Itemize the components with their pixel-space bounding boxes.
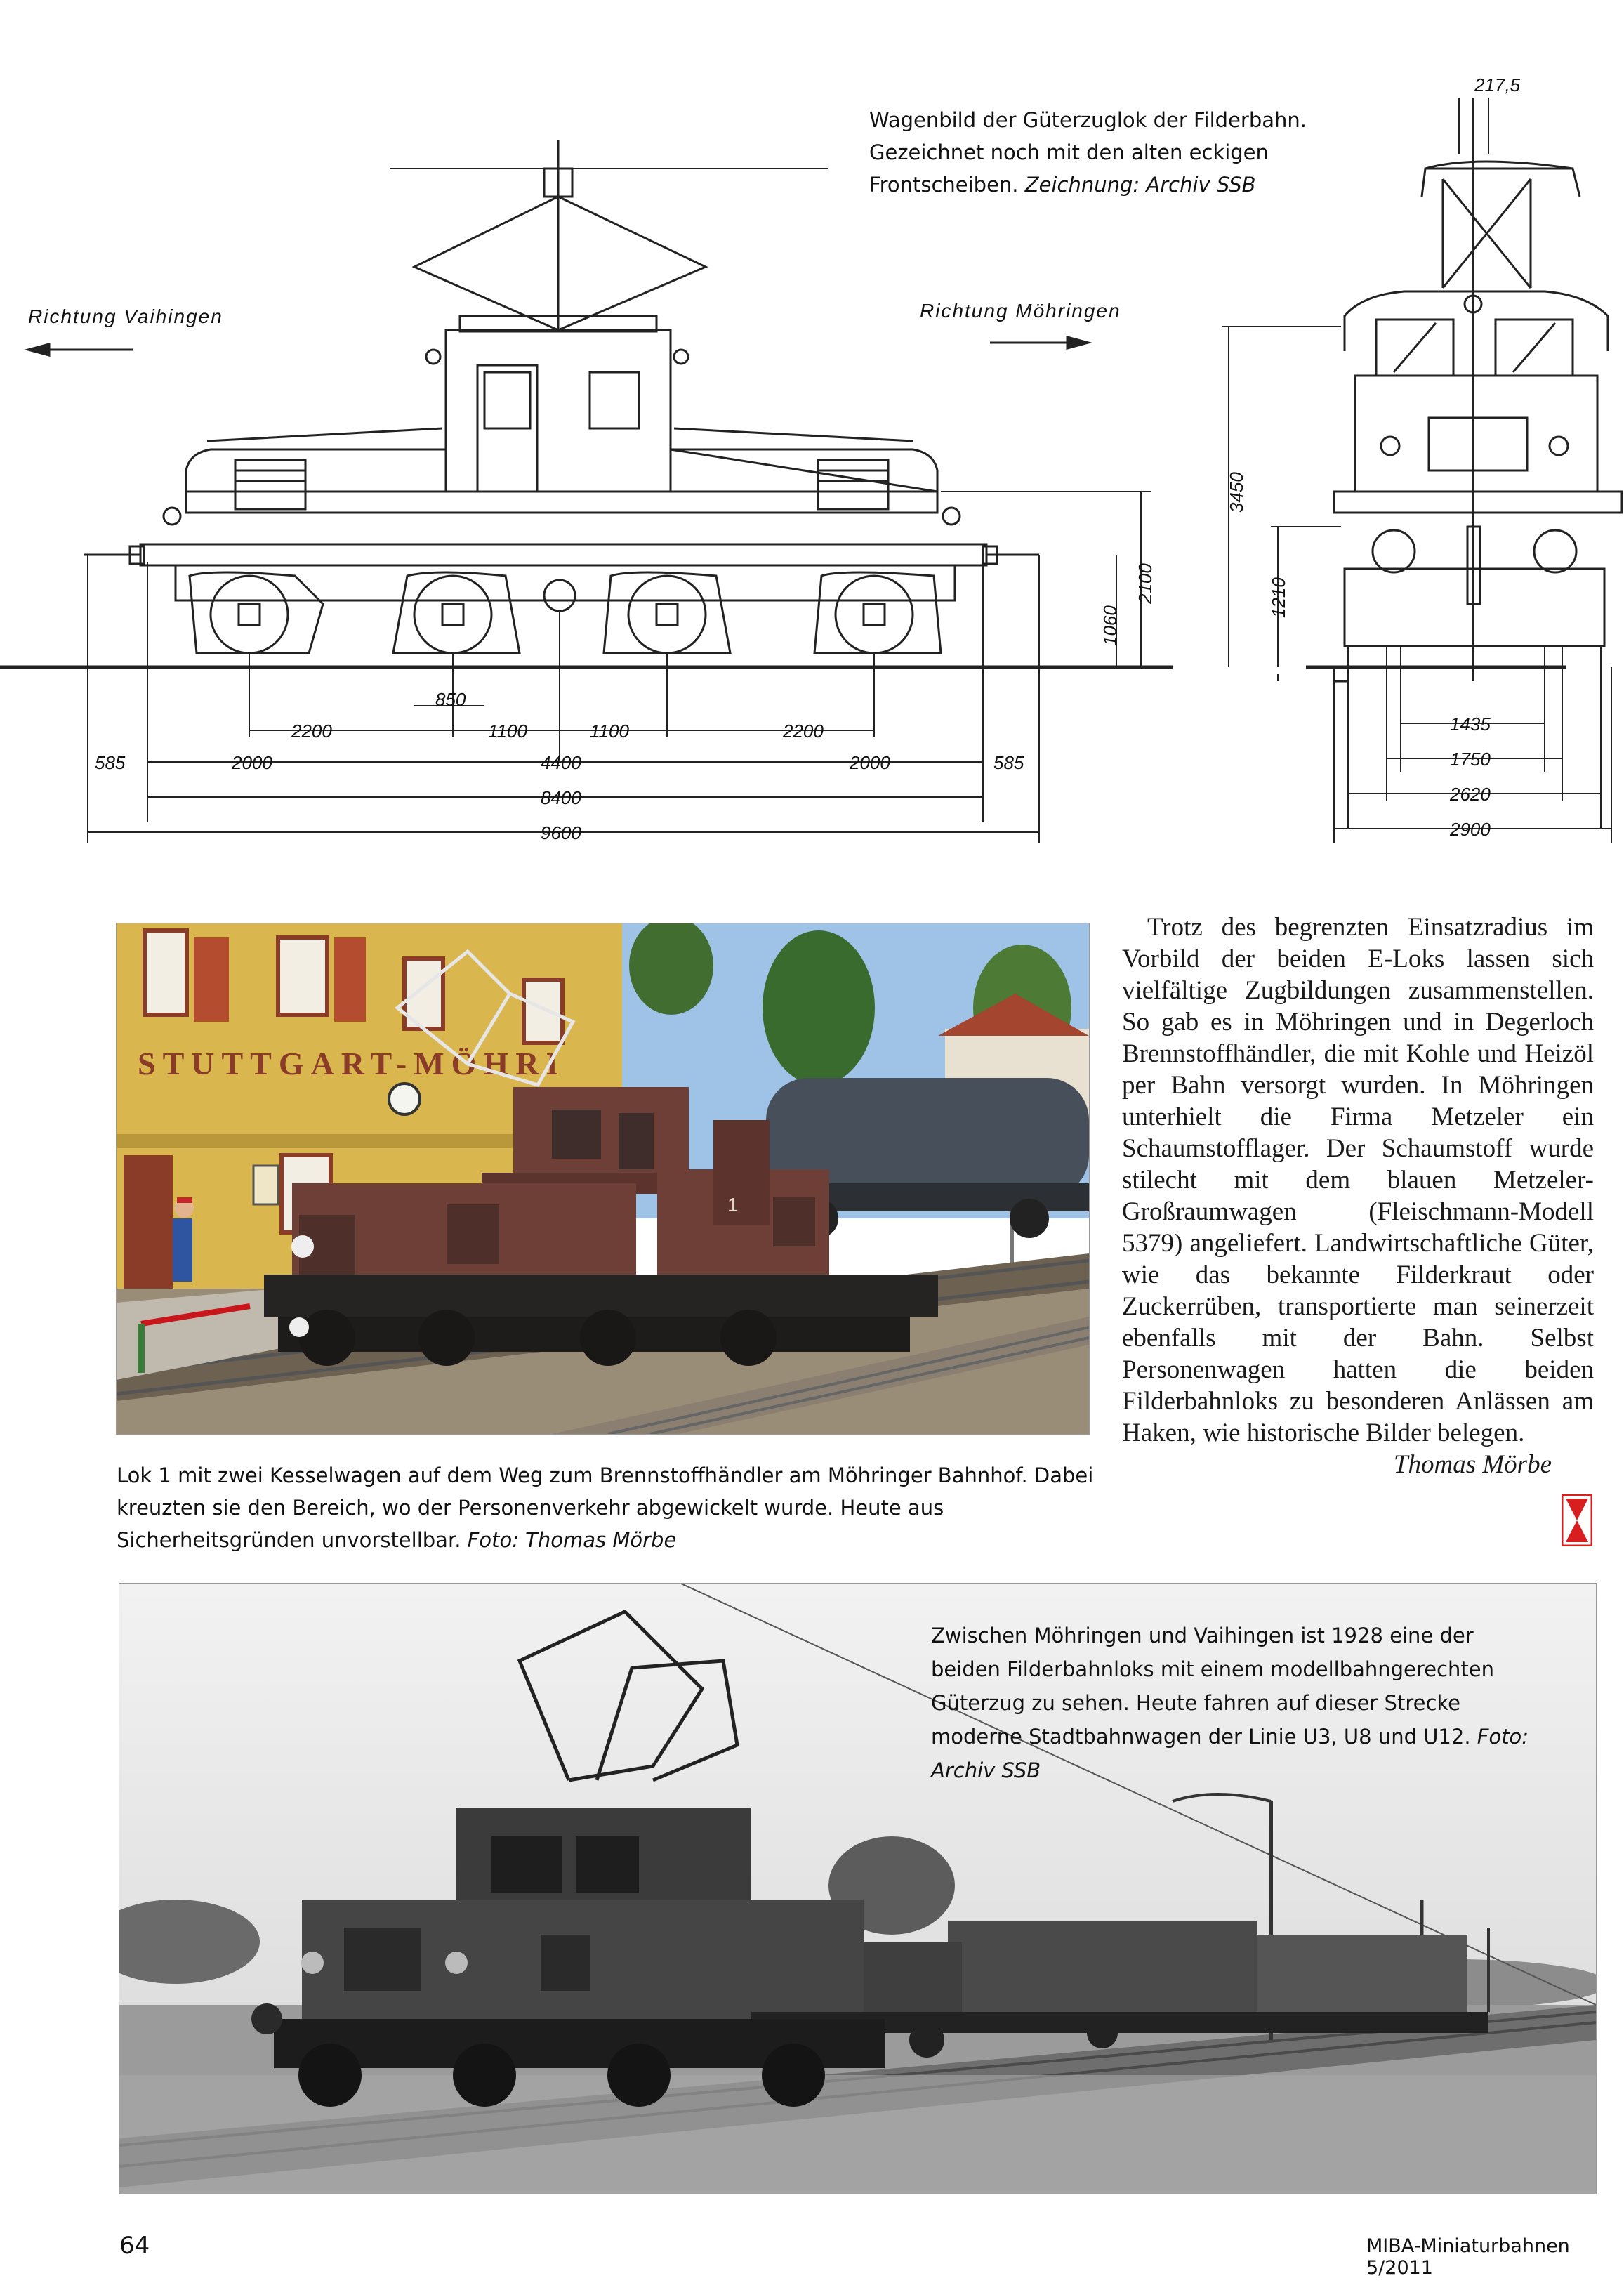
dim-2100: 2100 [1135, 563, 1156, 605]
direction-right-label: Richtung Möhringen [920, 300, 1121, 322]
drawing-caption-credit: Zeichnung: Archiv SSB [1024, 173, 1256, 197]
dim-1060: 1060 [1100, 605, 1121, 646]
dim-1100-b: 1100 [590, 720, 629, 742]
model-layout-photo: STUTTGART-MÖHRI 1 [116, 923, 1090, 1435]
model-layout-photo-image: STUTTGART-MÖHRI 1 [117, 923, 1089, 1434]
drawing-caption-text: Wagenbild der Güterzuglok der Filderbahn… [869, 108, 1307, 197]
dim-2000-right: 2000 [849, 752, 890, 773]
dim-2000-left: 2000 [231, 752, 272, 773]
dim-585-left: 585 [95, 752, 126, 773]
loco-number: 1 [727, 1194, 739, 1216]
photo1-caption: Lok 1 mit zwei Kesselwagen auf dem Weg z… [117, 1459, 1100, 1556]
direction-left-label: Richtung Vaihingen [28, 305, 223, 327]
dim-2900: 2900 [1449, 819, 1491, 840]
page-number: 64 [119, 2232, 150, 2260]
dim-1435: 1435 [1450, 713, 1491, 735]
dim-1750: 1750 [1450, 749, 1491, 770]
article-text: Trotz des begrenzten Einsatzradius im Vo… [1122, 913, 1594, 1447]
dim-8400: 8400 [541, 787, 581, 808]
dim-217-5: 217,5 [1474, 74, 1521, 96]
dim-2620: 2620 [1449, 784, 1491, 805]
drawing-caption: Wagenbild der Güterzuglok der Filderbahn… [869, 104, 1375, 201]
historic-photo [119, 1583, 1597, 2194]
dim-2200-left: 2200 [291, 720, 332, 742]
photo2-caption: Zwischen Möhringen und Vaihingen ist 192… [931, 1619, 1542, 1787]
photo2-caption-text: Zwischen Möhringen und Vaihingen ist 192… [931, 1624, 1494, 1749]
article-paragraph: Trotz des begrenzten Einsatzradius im Vo… [1122, 912, 1594, 1479]
hourglass-icon [1561, 1494, 1593, 1547]
historic-photo-image [119, 1584, 1596, 2194]
photo1-caption-credit: Foto: Thomas Mörbe [467, 1528, 677, 1552]
article-author: Thomas Mörbe [1393, 1450, 1552, 1479]
dim-1210: 1210 [1268, 577, 1289, 618]
station-sign: STUTTGART-MÖHRI [138, 1046, 565, 1081]
dim-1100-a: 1100 [488, 720, 527, 742]
dim-2200-right: 2200 [782, 720, 824, 742]
dim-4400: 4400 [541, 752, 581, 773]
locomotive-elevation-drawing: Richtung Vaihingen Richtung Möhringen 85… [0, 74, 1623, 843]
dim-585-right: 585 [993, 752, 1024, 773]
dim-3450: 3450 [1226, 472, 1247, 513]
dim-850: 850 [435, 689, 466, 710]
article-body: Trotz des begrenzten Einsatzradius im Vo… [1122, 912, 1594, 1480]
end-of-article-mark [1561, 1494, 1593, 1547]
technical-drawing: Richtung Vaihingen Richtung Möhringen 85… [0, 63, 1624, 857]
photo1-caption-text: Lok 1 mit zwei Kesselwagen auf dem Weg z… [117, 1463, 1094, 1552]
dim-9600: 9600 [541, 822, 581, 843]
photo2-caption-credit: Foto: Archiv SSB [931, 1725, 1529, 1782]
magazine-issue: MIBA-Miniaturbahnen 5/2011 [1366, 2235, 1570, 2279]
